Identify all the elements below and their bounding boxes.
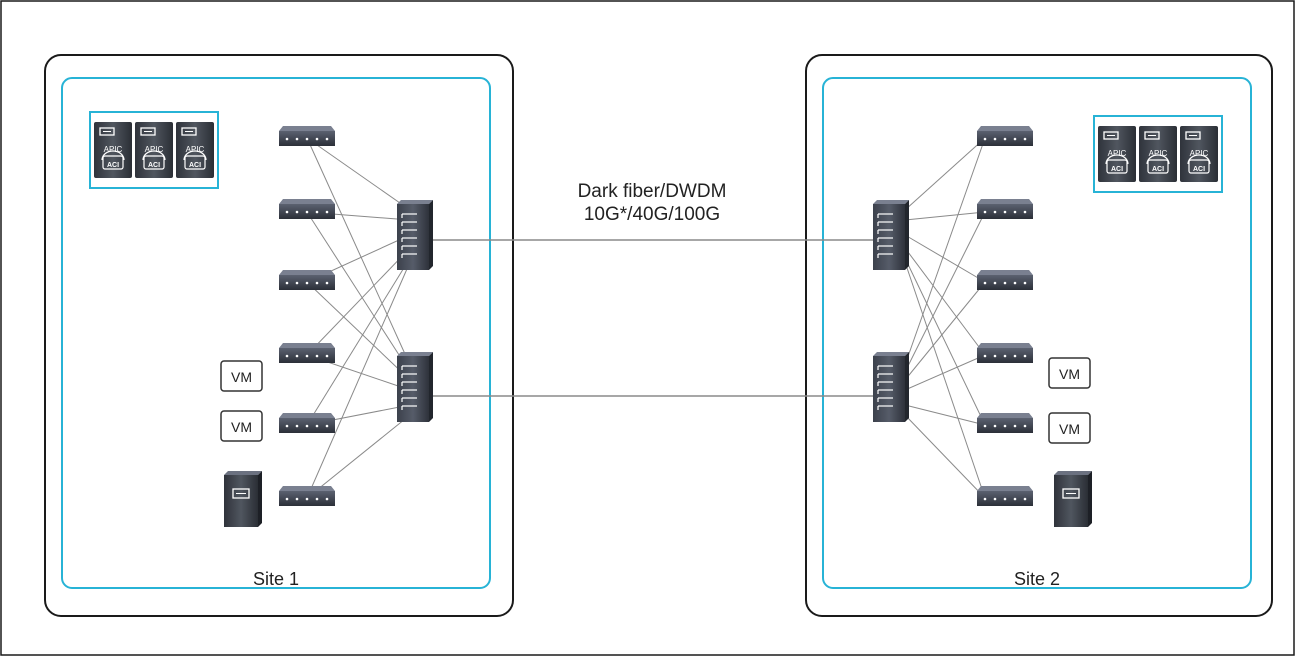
apic-cluster-icon: APIC APIC APIC ACI ACI ACI <box>89 111 219 189</box>
leaf-switch-icon <box>279 270 335 290</box>
vm-icon: VM <box>1048 357 1091 389</box>
site-2-outer-boundary <box>805 54 1273 617</box>
apic-label: APIC <box>104 145 123 154</box>
leaf-switch-icon <box>977 199 1033 219</box>
apic-label: APIC <box>1190 149 1209 158</box>
vm-label: VM <box>1059 421 1080 437</box>
aci-badge-label: ACI <box>1193 166 1205 173</box>
apic-cluster-icon: APIC APIC APIC ACI ACI ACI <box>1093 115 1223 193</box>
leaf-switch-icon <box>279 126 335 146</box>
aci-badge-label: ACI <box>107 162 119 169</box>
leaf-switch-icon <box>279 199 335 219</box>
spine-switch-icon <box>397 200 433 270</box>
server-icon <box>1054 471 1092 527</box>
leaf-switch-icon <box>977 413 1033 433</box>
leaf-switch-icon <box>279 413 335 433</box>
apic-label: APIC <box>186 145 205 154</box>
spine-switch-icon <box>873 352 909 422</box>
leaf-switch-icon <box>977 126 1033 146</box>
vm-label: VM <box>231 369 252 385</box>
apic-label: APIC <box>1149 149 1168 158</box>
leaf-switch-icon <box>977 486 1033 506</box>
aci-badge-label: ACI <box>148 162 160 169</box>
apic-label: APIC <box>1108 149 1127 158</box>
link-label-speeds: 10G*/40G/100G <box>584 204 720 225</box>
site-2-fabric-boundary <box>822 77 1252 589</box>
vm-label: VM <box>231 419 252 435</box>
vm-icon: VM <box>220 410 263 442</box>
site-1-outer-boundary <box>44 54 514 617</box>
leaf-switch-icon <box>279 486 335 506</box>
spine-switch-icon <box>873 200 909 270</box>
link-label-medium: Dark fiber/DWDM <box>578 181 727 202</box>
server-icon <box>224 471 262 527</box>
leaf-switch-icon <box>279 343 335 363</box>
site-1-label: Site 1 <box>253 569 299 589</box>
aci-badge-label: ACI <box>1152 166 1164 173</box>
leaf-switch-icon <box>977 343 1033 363</box>
site-2-label: Site 2 <box>1014 569 1060 589</box>
leaf-switch-icon <box>977 270 1033 290</box>
apic-label: APIC <box>145 145 164 154</box>
vm-label: VM <box>1059 366 1080 382</box>
vm-icon: VM <box>220 360 263 392</box>
site-2-fabric-links <box>904 137 986 499</box>
aci-badge-label: ACI <box>1111 166 1123 173</box>
aci-badge-label: ACI <box>189 162 201 169</box>
site-1-fabric-boundary <box>61 77 491 589</box>
spine-switch-icon <box>397 352 433 422</box>
vm-icon: VM <box>1048 412 1091 444</box>
